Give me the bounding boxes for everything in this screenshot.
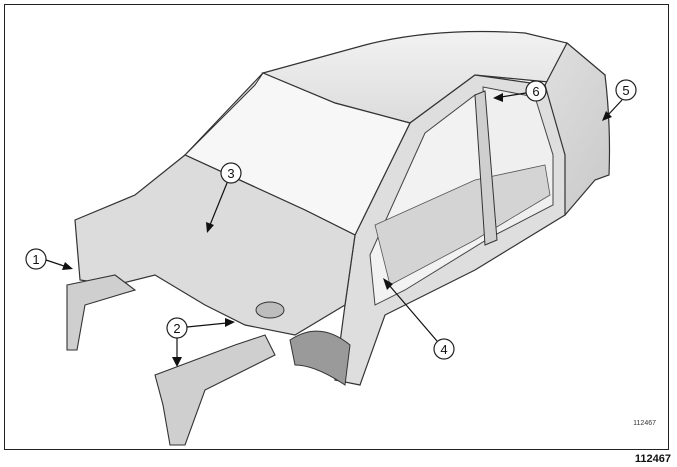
svg-text:1: 1 [32, 252, 39, 267]
svg-text:3: 3 [227, 166, 234, 181]
svg-text:2: 2 [173, 321, 180, 336]
callout-6: 6 [493, 80, 547, 102]
callout-1: 1 [25, 248, 73, 270]
callout-4: 4 [383, 278, 455, 360]
strut-tower [255, 301, 285, 319]
figure-reference-small: 112467 [633, 420, 656, 427]
b-pillar [474, 90, 498, 246]
front-side-member-right [154, 334, 276, 446]
svg-text:5: 5 [622, 83, 629, 98]
car-body-shell-illustration: 1 2 3 4 5 [25, 30, 637, 446]
front-side-member-left [66, 274, 137, 351]
svg-text:6: 6 [532, 84, 539, 99]
callout-5: 5 [602, 79, 637, 121]
figure-reference-number: 112467 [634, 453, 671, 465]
figure-frame: 1 2 3 4 5 [4, 4, 669, 450]
callout-3: 3 [206, 162, 242, 233]
front-wheel-arch [289, 330, 351, 386]
callout-2: 2 [166, 317, 235, 367]
svg-text:4: 4 [440, 342, 447, 357]
